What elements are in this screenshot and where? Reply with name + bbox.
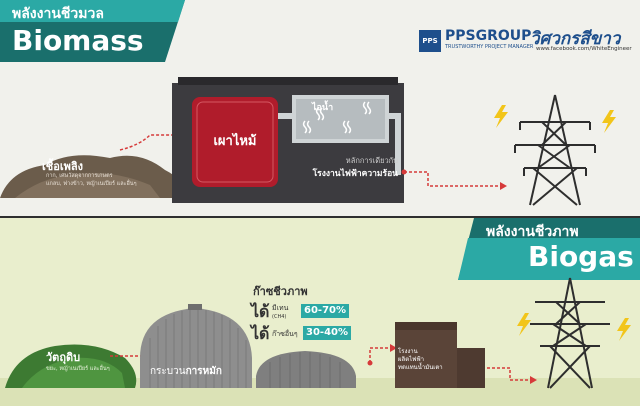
digestion-label: กระบวนการหมัก xyxy=(150,366,222,377)
biogas-title-th: พลังงานชีวภาพ xyxy=(486,224,579,240)
white-engineer-url: www.facebook.com/WhiteEngineer xyxy=(536,46,632,52)
biogas-tower-icon xyxy=(530,277,610,389)
pipe-down xyxy=(395,113,401,175)
power-arrow xyxy=(404,171,500,187)
building-roof xyxy=(178,77,398,85)
white-engineer-brand: วิศวกรสีขาว xyxy=(530,29,621,49)
material-desc: ขยะ, หญ้าเนเปียร์ และอื่นๆ xyxy=(46,366,110,372)
biogas-panel: พลังงานชีวภาพ Biogas วัตถุดิบ ขยะ, หญ้าเ… xyxy=(0,218,640,406)
power-arrow-2 xyxy=(487,367,530,381)
principle-line-2: โรงงานไฟฟ้าความร้อน xyxy=(312,169,398,179)
pps-brand-name: PPSGROUP xyxy=(445,28,532,44)
material-pile-highlight xyxy=(22,357,125,388)
furnace-label: เผาไหม้ xyxy=(213,134,257,149)
factory xyxy=(395,328,457,388)
material-title: วัตถุดิบ xyxy=(46,351,81,364)
get-2: ได้ xyxy=(251,324,270,343)
gas-title: ก๊าซชีวภาพ xyxy=(253,285,308,298)
pps-logo-icon: PPS xyxy=(419,30,441,52)
furnace xyxy=(192,97,278,187)
biomass-title-accent xyxy=(0,0,185,22)
biomass-panel: พลังงานชีวมวล Biomass PPS PPSGROUP TRUST… xyxy=(0,0,640,218)
other-gas-pct: 30-40% xyxy=(303,326,352,340)
biomass-title-en: Biomass xyxy=(12,24,144,57)
biomass-tower-icon xyxy=(514,94,596,206)
fuel-title: เชื้อเพลิง xyxy=(42,160,83,173)
biomass-title-th: พลังงานชีวมวล xyxy=(12,6,104,22)
gas-arrow xyxy=(369,347,390,363)
biogas-illustration xyxy=(0,218,640,406)
factory-label: โรงงาน ผลิตไฟฟ้า ทดแทนน้ำมันเตา xyxy=(398,348,443,371)
pipe-steam-out xyxy=(389,113,397,119)
fuel-pile-highlight xyxy=(15,172,160,198)
biogas-title-en: Biogas xyxy=(528,240,634,273)
methane-pct: 60-70% xyxy=(301,304,350,318)
lightning-icon-2 xyxy=(517,313,631,341)
pipe-furnace-steam xyxy=(278,113,292,119)
biomass-illustration xyxy=(0,0,616,206)
fuel-arrow xyxy=(119,134,185,151)
principle-line-1: หลักการเดียวกับ xyxy=(345,156,398,165)
small-dome xyxy=(256,351,356,388)
lightning-icon xyxy=(494,105,616,133)
dome-stripes xyxy=(149,309,247,388)
pps-tagline: TRUSTWORTHY PROJECT MANAGER xyxy=(445,44,534,50)
methane-label: มีเทน(CH4) xyxy=(272,304,289,320)
steam-label: ไอน้ำ xyxy=(312,103,334,113)
other-gas-label: ก๊าซอื่นๆ xyxy=(272,330,298,338)
furnace-inner xyxy=(196,101,274,183)
steam-tank-inner xyxy=(296,99,385,139)
biogas-title-accent xyxy=(458,238,640,280)
fuel-desc-2: แกลบ, ฟางข้าว, หญ้าเนเปียร์ และอื่นๆ xyxy=(46,181,137,187)
fuel-desc-1: กาก, เศษวัสดุจากการเกษตร xyxy=(46,173,113,179)
factory-wing xyxy=(457,348,485,388)
get-1: ได้ xyxy=(251,302,270,321)
digester-dome xyxy=(140,308,252,388)
